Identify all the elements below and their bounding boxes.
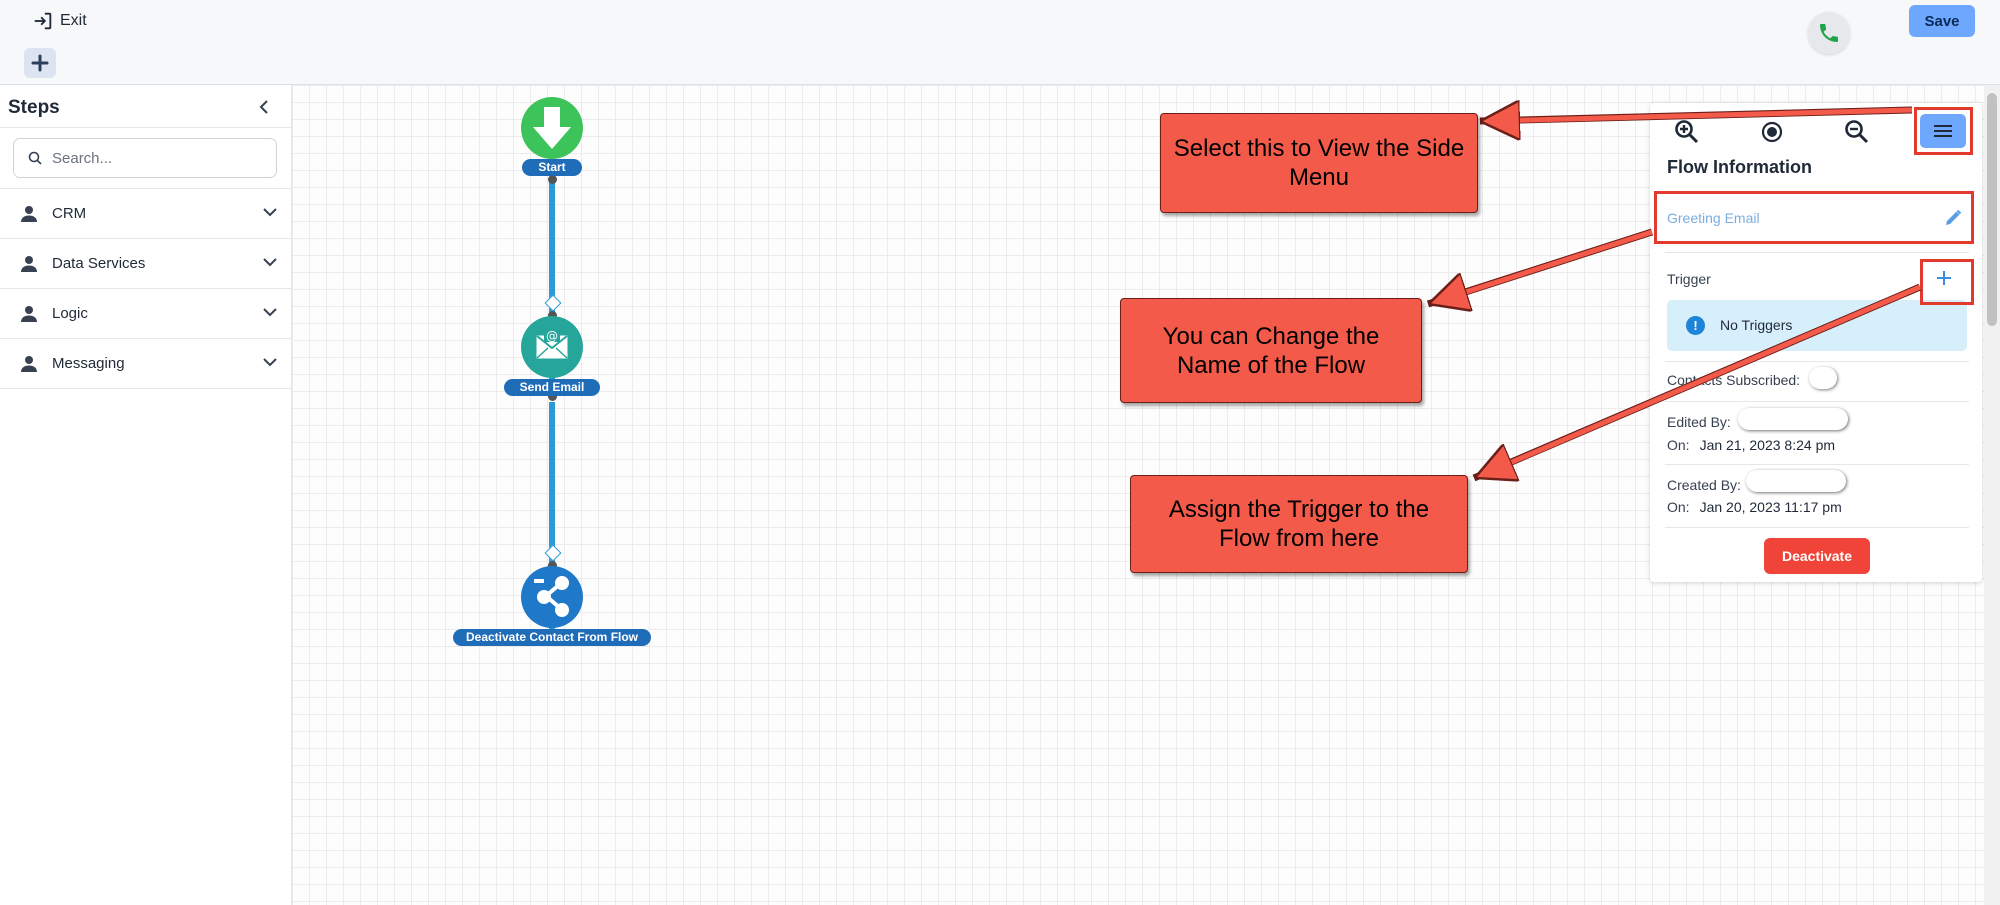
connector-handle[interactable] (544, 294, 562, 312)
chevron-down-icon (263, 208, 277, 217)
info-icon: ! (1686, 316, 1705, 335)
flow-name-value: Greeting Email (1667, 210, 1760, 226)
trigger-label: Trigger (1667, 271, 1711, 287)
add-trigger-button[interactable] (1931, 265, 1957, 291)
search-icon (28, 151, 42, 165)
exit-label: Exit (60, 12, 87, 29)
save-button[interactable]: Save (1909, 5, 1975, 37)
deactivate-button[interactable]: Deactivate (1764, 538, 1870, 574)
created-by-user (1746, 470, 1846, 492)
sidebar-title: Steps (8, 97, 60, 118)
sidebar-item-messaging[interactable]: Messaging (0, 339, 291, 389)
zoom-out-button[interactable] (1843, 118, 1871, 146)
search-box[interactable] (13, 138, 277, 178)
flow-name-highlight (1654, 191, 1974, 244)
send-email-node-label: Send Email (504, 379, 600, 396)
email-icon: @ (536, 328, 568, 359)
canvas-toolbar (0, 42, 2000, 85)
person-icon (21, 256, 37, 272)
divider (1665, 527, 1969, 528)
divider (0, 188, 291, 189)
vertical-scrollbar[interactable] (1984, 85, 2000, 905)
callout-flow-name: You can Change the Name of the Flow (1120, 298, 1422, 403)
deactivate-contact-node-label: Deactivate Contact From Flow (453, 629, 651, 646)
sidebar-item-data-services[interactable]: Data Services (0, 239, 291, 289)
trigger-add-highlight (1920, 259, 1974, 305)
share-icon (534, 576, 569, 617)
created-on-date: Jan 20, 2023 11:17 pm (1699, 499, 1842, 515)
steps-sidebar: Steps CRM Data Services Logic Messaging (0, 85, 292, 905)
start-node-label: Start (522, 159, 582, 176)
flow-information-panel: Flow Information Greeting Email Trigger … (1650, 103, 1982, 582)
connector-dot (548, 392, 557, 401)
divider (1665, 464, 1969, 465)
divider (1665, 361, 1969, 362)
add-step-button[interactable] (24, 48, 56, 78)
pencil-icon[interactable] (1943, 208, 1963, 228)
contacts-subscribed-toggle[interactable] (1809, 367, 1837, 389)
callout-trigger: Assign the Trigger to the Flow from here (1130, 475, 1468, 573)
connector-line (549, 402, 555, 643)
connector-dot (548, 561, 557, 570)
zoom-out-icon (1845, 120, 1869, 144)
chevron-down-icon (263, 358, 277, 367)
exit-icon (34, 12, 52, 30)
plus-icon (1937, 271, 1951, 285)
edited-by-user (1738, 408, 1848, 430)
hamburger-icon (1934, 125, 1952, 137)
connector-line (549, 181, 555, 391)
created-by-label: Created By: (1667, 477, 1741, 493)
collapse-sidebar-button[interactable] (254, 97, 274, 117)
connector-dot (548, 175, 557, 184)
sidebar-item-logic[interactable]: Logic (0, 289, 291, 339)
callout-side-menu: Select this to View the Side Menu (1160, 113, 1478, 213)
send-email-node[interactable]: @ (521, 316, 583, 378)
created-on-row: On: Jan 20, 2023 11:17 pm (1667, 499, 1842, 515)
menu-button-highlight (1914, 107, 1973, 155)
divider (1665, 252, 1969, 253)
edited-on-date: Jan 21, 2023 8:24 pm (1699, 437, 1836, 453)
person-icon (21, 306, 37, 322)
svg-text:@: @ (546, 329, 558, 343)
exit-button[interactable]: Exit (32, 10, 87, 32)
panel-title: Flow Information (1667, 157, 1812, 177)
created-on-label: On: (1667, 499, 1690, 515)
chevron-down-icon (263, 308, 277, 317)
sidebar-item-label: Messaging (52, 355, 125, 372)
sidebar-item-label: Data Services (52, 255, 146, 272)
top-bar: Exit Save (0, 0, 2000, 43)
side-menu-button[interactable] (1920, 114, 1966, 148)
phone-icon (1820, 24, 1838, 42)
edited-on-row: On: Jan 21, 2023 8:24 pm (1667, 437, 1835, 453)
search-input[interactable] (50, 148, 254, 168)
recenter-button[interactable] (1758, 118, 1786, 146)
person-icon (21, 206, 37, 222)
deactivate-contact-node[interactable] (521, 566, 583, 628)
no-triggers-text: No Triggers (1720, 317, 1793, 333)
recenter-icon (1761, 121, 1783, 143)
divider (1665, 401, 1969, 402)
edited-by-label: Edited By: (1667, 414, 1731, 430)
person-icon (21, 356, 37, 372)
no-triggers-alert: ! No Triggers (1667, 300, 1967, 351)
flow-name-field[interactable]: Greeting Email (1665, 198, 1969, 238)
connector-dot (548, 311, 557, 320)
arrow-down-icon (533, 107, 571, 149)
start-node[interactable] (521, 97, 583, 159)
edited-on-label: On: (1667, 437, 1690, 453)
plus-icon (31, 54, 49, 72)
phone-button[interactable] (1808, 12, 1850, 54)
chevron-left-icon (259, 100, 268, 114)
zoom-in-button[interactable] (1673, 118, 1701, 146)
sidebar-item-label: CRM (52, 205, 87, 222)
contacts-subscribed-label: Contacts Subscribed: (1667, 372, 1801, 388)
sidebar-item-crm[interactable]: CRM (0, 189, 291, 239)
zoom-in-icon (1675, 120, 1699, 144)
chevron-down-icon (263, 258, 277, 267)
divider (0, 127, 291, 128)
sidebar-item-label: Logic (52, 305, 88, 322)
scrollbar-thumb[interactable] (1987, 93, 1997, 326)
connector-handle[interactable] (544, 544, 562, 562)
